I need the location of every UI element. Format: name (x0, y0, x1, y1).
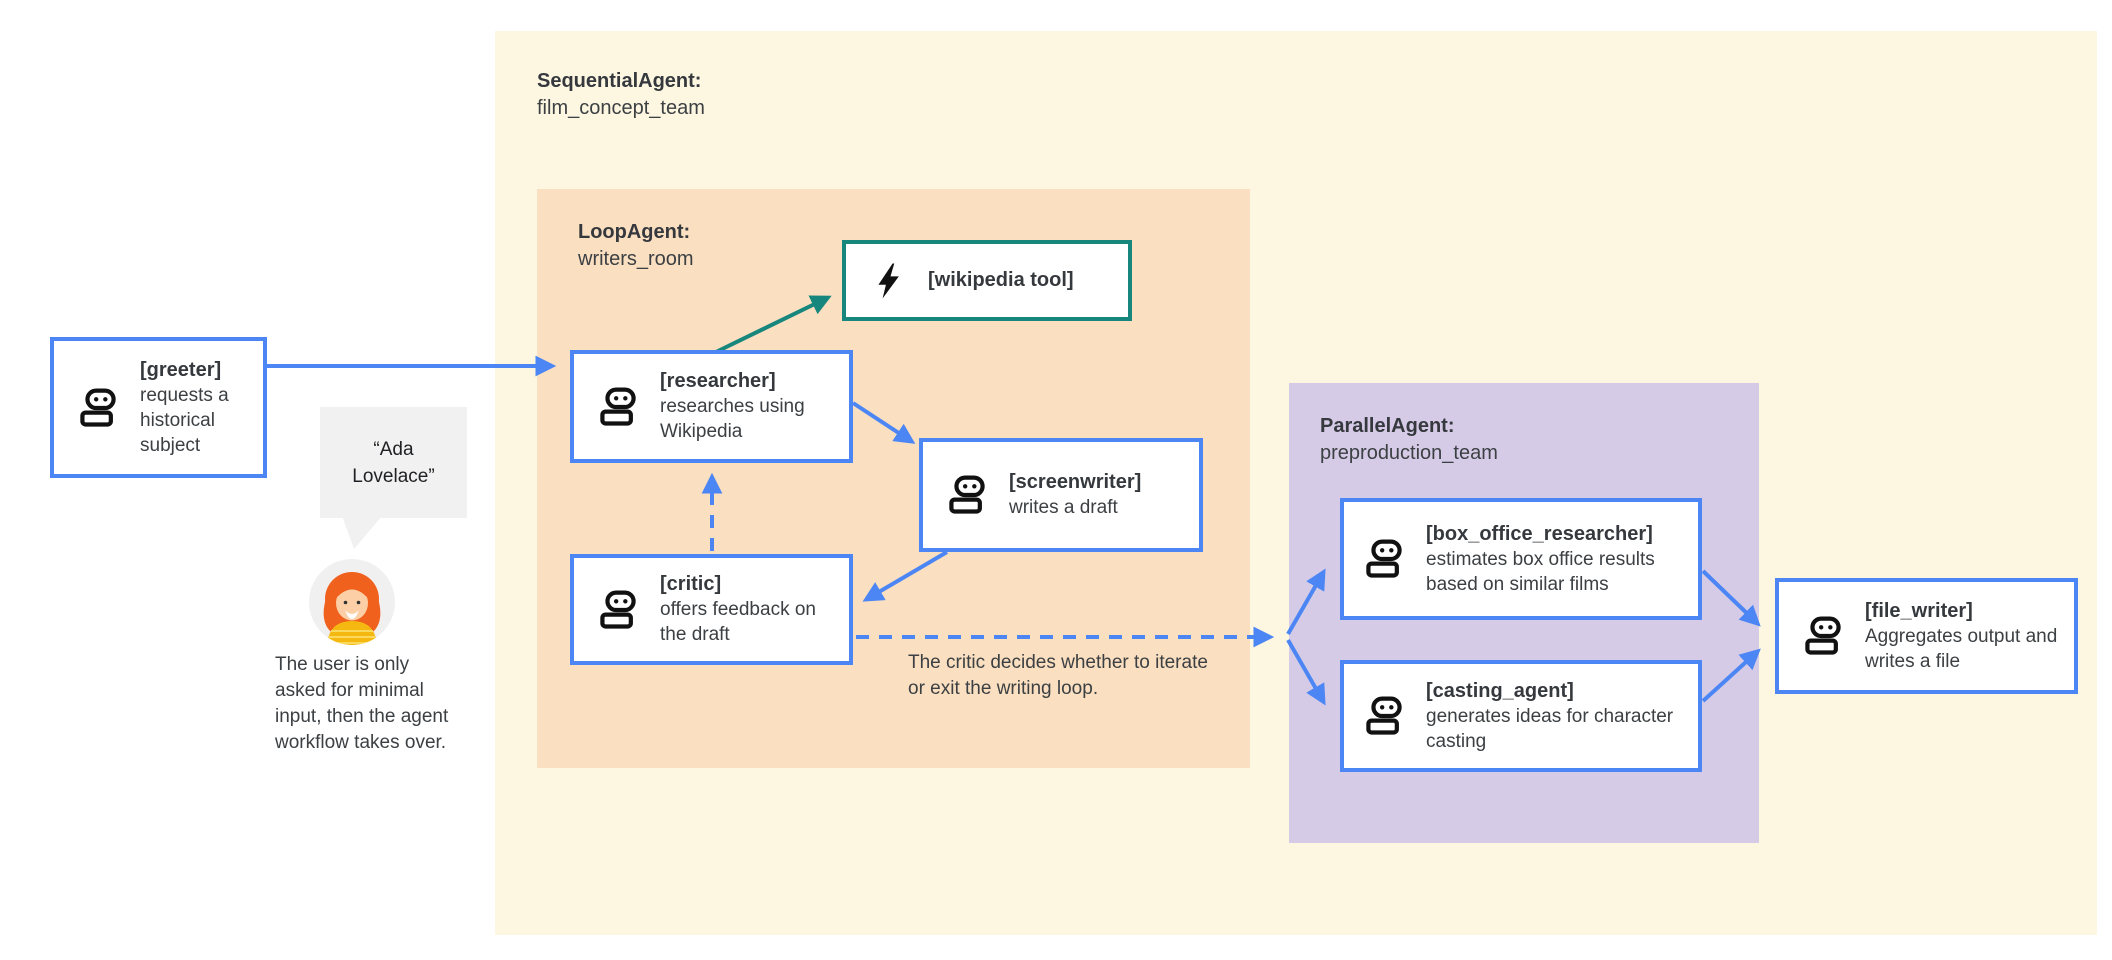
agent-name: [greeter] (140, 358, 222, 381)
tool-box-wikipedia: [wikipedia tool] (842, 240, 1132, 321)
agent-desc: requests a historical subject (140, 384, 229, 456)
tool-name: [wikipedia tool] (928, 269, 1074, 291)
agent-desc: offers feedback on the draft (660, 599, 816, 645)
speech-bubble-tail (342, 516, 382, 549)
robot-icon (1362, 537, 1406, 581)
agent-name: [box_office_researcher] (1426, 522, 1653, 545)
agent-desc: Aggregates output and writes a file (1865, 625, 2058, 672)
agent-box-screenwriter: [screenwriter] writes a draft (919, 438, 1203, 552)
robot-icon (596, 588, 640, 632)
agent-name: [screenwriter] (1009, 471, 1142, 493)
user-note: The user is only asked for minimal input… (275, 654, 449, 753)
group-title: ParallelAgent: (1320, 415, 1455, 437)
sequential-agent-label: SequentialAgent: film_concept_team (537, 68, 705, 122)
agent-desc: researches using Wikipedia (660, 396, 805, 442)
agent-name: [researcher] (660, 370, 776, 392)
loop-exit-note: The critic decides whether to iterate or… (908, 652, 1208, 699)
group-title: SequentialAgent: (537, 70, 702, 92)
group-name: preproduction_team (1320, 442, 1498, 464)
loop-agent-label: LoopAgent: writers_room (578, 219, 694, 273)
parallel-agent-label: ParallelAgent: preproduction_team (1320, 413, 1498, 467)
agent-name: [file_writer] (1865, 599, 1973, 622)
group-name: writers_room (578, 248, 694, 270)
agent-name: [critic] (660, 573, 722, 595)
agent-name: [casting_agent] (1426, 679, 1574, 702)
robot-icon (945, 473, 989, 517)
user-avatar (309, 559, 395, 645)
agent-box-greeter: [greeter] requests a historical subject (50, 337, 267, 478)
agent-box-box-office-researcher: [box_office_researcher] estimates box of… (1340, 498, 1702, 620)
agent-box-casting-agent: [casting_agent] generates ideas for char… (1340, 660, 1702, 772)
robot-icon (1801, 614, 1845, 658)
robot-icon (596, 385, 640, 429)
group-title: LoopAgent: (578, 221, 691, 243)
user-quote: “Ada Lovelace” (352, 438, 435, 487)
agent-box-file-writer: [file_writer] Aggregates output and writ… (1775, 578, 2078, 694)
agent-box-critic: [critic] offers feedback on the draft (570, 554, 853, 665)
group-name: film_concept_team (537, 97, 705, 119)
agent-box-researcher: [researcher] researches using Wikipedia (570, 350, 853, 463)
robot-icon (1362, 694, 1406, 738)
agent-desc: writes a draft (1009, 497, 1118, 518)
bolt-icon (868, 261, 908, 301)
agent-desc: generates ideas for character casting (1426, 705, 1674, 752)
robot-icon (76, 386, 120, 430)
agent-desc: estimates box office results based on si… (1426, 548, 1655, 595)
speech-bubble: “Ada Lovelace” (320, 407, 467, 518)
